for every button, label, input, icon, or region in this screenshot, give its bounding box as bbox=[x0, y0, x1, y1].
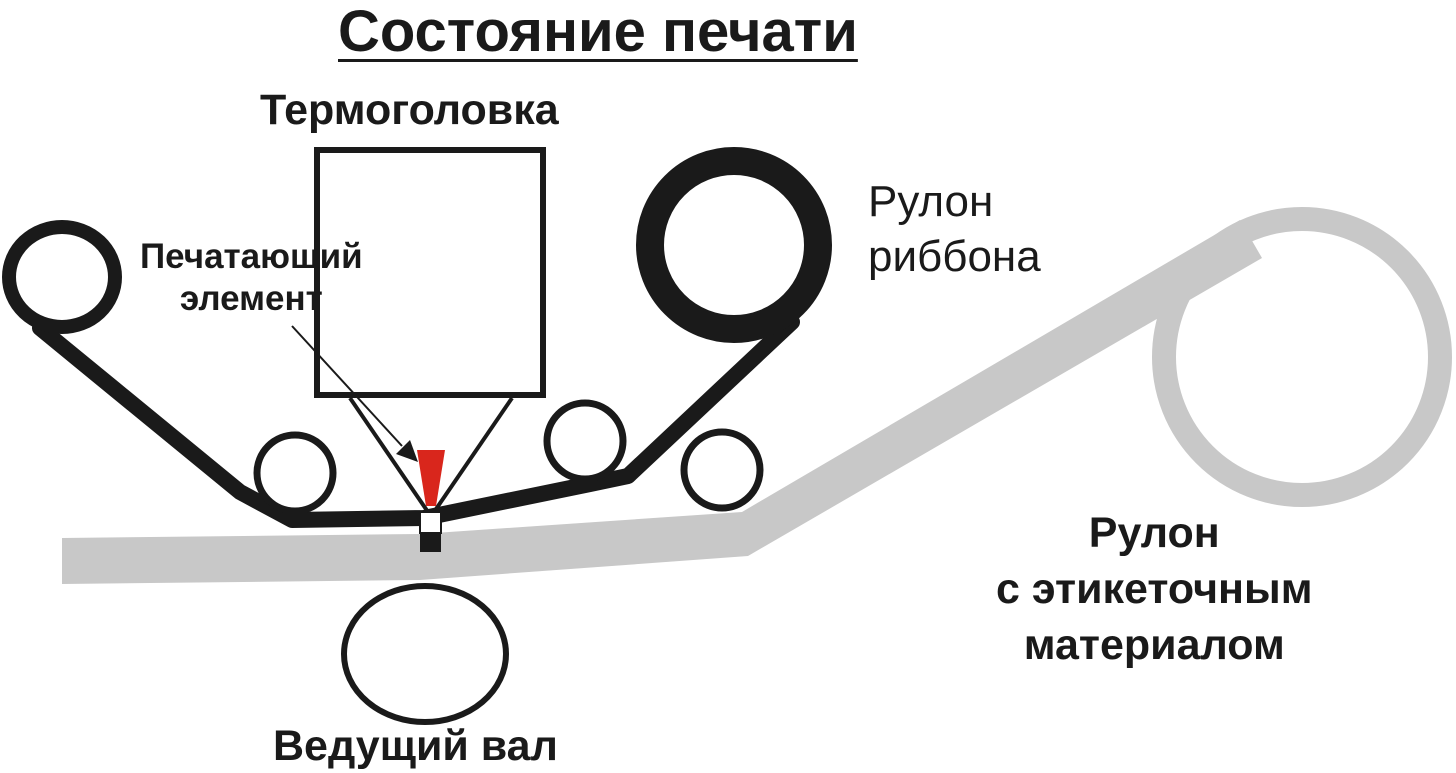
guide-roller-1 bbox=[253, 431, 337, 515]
label-roll-label: Рулон с этикеточным материалом bbox=[996, 506, 1313, 674]
printhead-taper-right bbox=[432, 396, 514, 514]
print-element-pointer-arrowhead bbox=[396, 440, 418, 462]
guide-roller-3 bbox=[680, 428, 764, 512]
print-element-label: Печатающий элемент bbox=[140, 236, 363, 320]
printhead-body bbox=[314, 147, 546, 398]
print-element-pointer-line bbox=[291, 325, 403, 447]
print-element-label-line2: элемент bbox=[179, 279, 323, 318]
diagram-title: Состояние печати bbox=[338, 0, 858, 64]
ribbon-supply-roll bbox=[636, 147, 832, 343]
ribbon-roll-label-line2: риббона bbox=[868, 232, 1041, 281]
label-roll-label-line3: материалом bbox=[1023, 620, 1285, 669]
label-roll-label-line1: Рулон bbox=[1088, 509, 1220, 557]
drive-roller bbox=[341, 583, 509, 725]
ribbon-roll-label-line1: Рулон bbox=[868, 177, 994, 226]
print-element-label-line1: Печатающий bbox=[140, 237, 363, 276]
printhead-label: Термоголовка bbox=[260, 86, 559, 134]
drive-roller-label: Ведущий вал bbox=[273, 722, 558, 770]
label-roll bbox=[1152, 207, 1452, 507]
label-stock-web bbox=[62, 220, 1262, 584]
print-element-heater bbox=[417, 450, 445, 506]
print-dot-black bbox=[420, 533, 441, 552]
print-dot-white bbox=[419, 511, 442, 534]
ribbon-roll-label: Рулон риббона bbox=[868, 174, 1041, 284]
printhead-taper-left bbox=[348, 396, 430, 514]
guide-roller-2 bbox=[543, 399, 627, 483]
ribbon-takeup-roll bbox=[2, 220, 122, 334]
label-roll-label-line2: с этикеточным bbox=[996, 564, 1313, 613]
